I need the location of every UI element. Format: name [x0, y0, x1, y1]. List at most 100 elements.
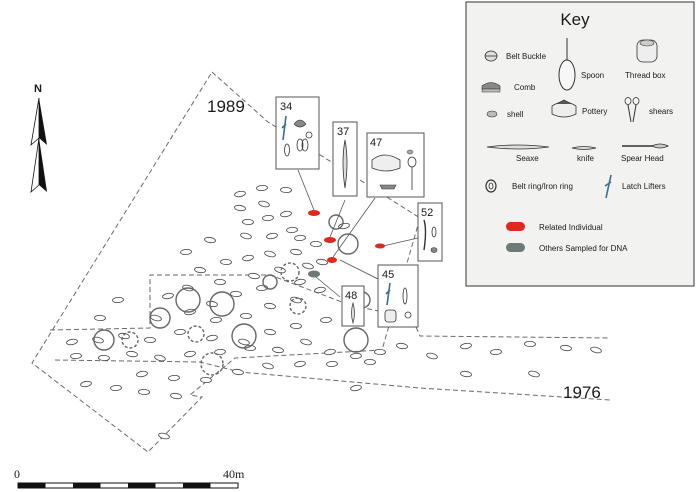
grave-cut	[214, 348, 226, 356]
grave-cut	[210, 316, 222, 324]
grave-cut	[242, 218, 254, 226]
ring-ditches	[93, 214, 371, 376]
grave-cut	[262, 362, 274, 370]
grave-cut	[158, 432, 170, 440]
inset-label: 48	[345, 290, 357, 302]
comb-icon	[379, 184, 397, 190]
inset-label: 34	[280, 101, 292, 113]
grave-cut	[460, 342, 472, 350]
grave-cut	[80, 380, 92, 388]
key-label-thread-box: Thread box	[625, 71, 665, 80]
related-individual-grave	[375, 243, 385, 249]
shears-icon	[293, 119, 307, 128]
shell-icon	[486, 110, 498, 118]
north-label: N	[34, 83, 42, 95]
year-label-1989: 1989	[207, 97, 245, 116]
key-label-comb: Comb	[514, 83, 536, 92]
grave-cut	[272, 346, 284, 354]
grave-cut	[92, 336, 104, 344]
grave-cut	[490, 348, 502, 356]
ring-ditch	[262, 274, 278, 290]
belt-buckle-icon	[484, 50, 498, 62]
key-title: Key	[560, 10, 590, 29]
grave-cut	[204, 236, 216, 244]
grave-cut	[460, 370, 472, 378]
grave-cut	[118, 332, 130, 340]
spear-head-icon	[622, 143, 669, 149]
grave-cut	[110, 384, 122, 392]
grave-cut	[94, 314, 106, 322]
ring-ditch	[209, 291, 235, 317]
grave-cut	[150, 314, 162, 322]
grave-cut	[364, 358, 376, 366]
key-label-seaxe: Seaxe	[516, 154, 539, 163]
grave-cut	[294, 360, 306, 368]
key-label-knife: knife	[577, 154, 594, 163]
grave-cut	[240, 232, 252, 240]
scale-start-label: 0	[14, 467, 20, 481]
grave-cut	[274, 266, 286, 274]
grave-cut	[314, 286, 326, 294]
grave-cut	[98, 354, 110, 362]
ring-ditch	[149, 307, 171, 329]
spoon-icon	[558, 38, 576, 91]
belt-ring-icon	[485, 179, 497, 193]
key-label-spoon: Spoon	[581, 71, 604, 80]
grave-cut	[290, 322, 302, 330]
pottery-icon	[371, 154, 401, 172]
latch-lifter-icon	[281, 115, 287, 141]
grave-cut	[350, 384, 362, 392]
belt-ring-icon	[305, 131, 313, 139]
grave-cut	[316, 258, 328, 266]
grave-cut	[214, 278, 226, 286]
seaxe-icon	[342, 139, 348, 189]
key-label-belt-ring: Belt ring/Iron ring	[512, 182, 573, 191]
grave-cut	[180, 248, 192, 256]
grave-cut	[264, 328, 276, 336]
grave-cut	[154, 354, 166, 362]
ring-ditch	[289, 297, 307, 315]
grave-cut	[266, 232, 278, 240]
grave-cut	[136, 370, 148, 378]
grave-cut	[206, 300, 218, 308]
grave-cut	[258, 200, 270, 208]
grave-cut	[220, 258, 232, 266]
ring-ditch	[337, 233, 359, 255]
grave-cut	[326, 360, 338, 368]
grave-cut	[374, 348, 386, 356]
inset-label: 45	[382, 269, 394, 281]
grave-cut	[248, 272, 260, 280]
grave-cut	[240, 312, 252, 320]
grave-cut	[350, 352, 362, 360]
grave-cut	[162, 292, 174, 300]
ring-ditch	[175, 287, 201, 313]
grave-cut	[256, 184, 268, 192]
inset-box-48: 48	[341, 285, 365, 327]
grave-cut	[286, 226, 298, 234]
thread-box-icon	[636, 39, 658, 63]
grave-cut	[168, 374, 180, 382]
latch-lifter-icon	[385, 282, 391, 306]
ring-ditch	[280, 262, 300, 282]
knife-icon	[571, 146, 597, 150]
inset-box-34: 34	[275, 96, 320, 170]
latch-lifter-icon	[604, 174, 612, 199]
inset-box-47: 47	[366, 132, 425, 198]
grave-cut	[174, 328, 186, 336]
inset-label: 37	[337, 126, 349, 138]
related-individual-grave	[324, 237, 336, 243]
ring-ditch	[121, 331, 139, 349]
ring-ditch	[187, 325, 205, 343]
scale-end-label: 40m	[223, 467, 245, 481]
ring-ditch	[93, 329, 115, 351]
grave-cut	[290, 248, 302, 256]
grave-cut	[242, 254, 254, 262]
ring-ditch	[343, 327, 369, 353]
grave-cut	[396, 342, 408, 350]
key-label-shears: shears	[649, 107, 673, 116]
key-label-pottery: Pottery	[582, 107, 607, 116]
grave-cut	[184, 350, 196, 358]
comb-icon	[481, 82, 501, 93]
highlighted-graves	[308, 210, 385, 278]
